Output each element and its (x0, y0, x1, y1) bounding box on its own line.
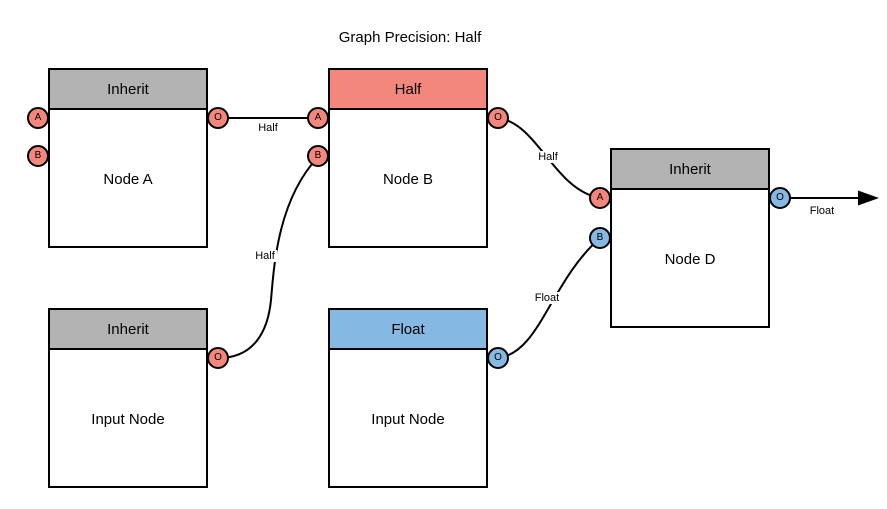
input-node-1[interactable]: Inherit Input Node (48, 308, 208, 488)
output-arrowhead-icon (858, 190, 879, 206)
input-node-2-header: Float (330, 310, 486, 350)
node-b-header: Half (330, 70, 486, 110)
node-d-input-a-port[interactable]: A (589, 187, 611, 209)
edge-label-input1-nodeb: Half (253, 250, 277, 262)
node-a[interactable]: Inherit Node A (48, 68, 208, 248)
node-d-label: Node D (664, 250, 716, 268)
node-a-label: Node A (103, 170, 153, 188)
edge-label-nodea-nodeb: Half (256, 122, 280, 134)
node-b-label: Node B (382, 170, 434, 188)
node-a-input-a-port[interactable]: A (27, 107, 49, 129)
input-node-1-output-port[interactable]: O (207, 347, 229, 369)
node-a-output-port[interactable]: O (207, 107, 229, 129)
node-a-input-b-port[interactable]: B (27, 145, 49, 167)
node-b[interactable]: Half Node B (328, 68, 488, 248)
node-d[interactable]: Inherit Node D (610, 148, 770, 328)
node-d-input-b-port[interactable]: B (589, 227, 611, 249)
input-node-1-header: Inherit (50, 310, 206, 350)
edge-label-nodeb-noded: Half (536, 151, 560, 163)
node-b-input-b-port[interactable]: B (307, 145, 329, 167)
input-node-2-output-port[interactable]: O (487, 347, 509, 369)
node-b-input-a-port[interactable]: A (307, 107, 329, 129)
graph-title: Graph Precision: Half (338, 29, 482, 46)
input-node-2-label: Input Node (371, 410, 445, 428)
node-d-header: Inherit (612, 150, 768, 190)
input-node-2[interactable]: Float Input Node (328, 308, 488, 488)
input-node-1-label: Input Node (91, 410, 165, 428)
edge-label-graph-output: Float (807, 205, 837, 217)
node-d-output-port[interactable]: O (769, 187, 791, 209)
edge-label-input2-noded: Float (532, 292, 562, 304)
node-b-output-port[interactable]: O (487, 107, 509, 129)
node-a-header: Inherit (50, 70, 206, 110)
